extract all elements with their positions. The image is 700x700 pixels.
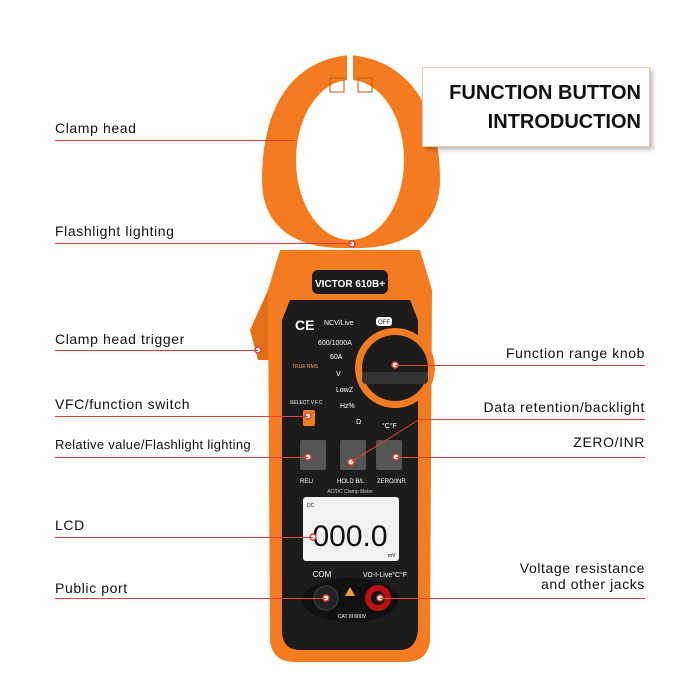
label-trigger: Clamp head trigger [55,331,185,347]
pointer-line [55,537,313,538]
pointer-line [380,598,645,599]
pointer-line [55,243,352,244]
dial-label: 60A [330,354,343,361]
label-flashlight: Flashlight lighting [55,223,175,239]
label-zero-inr: ZERO/INR [573,434,645,450]
dial-label: LowZ [336,387,354,394]
pointer-line [420,419,645,420]
dial-off-label: OFF [378,320,390,326]
lcd-screen [303,497,399,561]
ce-mark: CE [295,317,314,333]
label-data-retention: Data retention/backlight [483,399,645,415]
rel-button[interactable] [300,440,326,470]
hold-button[interactable] [340,440,366,470]
label-voltage-jacks-1: Voltage resistance [519,560,645,576]
label-clamp-head: Clamp head [55,120,137,136]
dial-label: Ω [356,419,361,426]
label-function-knob: Function range knob [505,345,645,361]
title-line-1: FUNCTION BUTTON [449,82,641,104]
lcd-dc: DC [307,503,315,509]
button-label: HOLD B/L [337,479,365,485]
pointer-line [55,598,326,599]
pointer-line [55,140,295,141]
button-label: REL/ [300,479,314,485]
cat-rating: CAT III 600V [338,614,367,620]
clamp-opening [296,80,404,240]
brand-text: VICTOR 610B+ [315,279,385,290]
label-public-port: Public port [55,580,128,596]
pointer-line [395,365,645,366]
pointer-line [55,457,308,458]
meter-subtitle: AC/DC Clamp Meter [327,489,373,495]
dial-label: 600/1000A [318,340,352,347]
dial-label: V [336,371,341,378]
label-lcd: LCD [55,517,85,533]
lcd-unit: mV [388,553,396,559]
title-box: FUNCTION BUTTON INTRODUCTION [422,67,650,147]
label-vfc-switch: VFC/function switch [55,396,191,412]
zero-button[interactable] [376,440,402,470]
com-label: COM [313,570,332,579]
true-rms-label: TRUE RMS [292,364,319,370]
label-relative-value: Relative value/Flashlight lighting [55,437,251,452]
pointer-line [55,350,258,351]
v-jack-label: VΩ-I-Live°C°F [363,571,407,579]
dial-label: NCV/Live [324,320,354,327]
pointer-line [396,457,645,458]
lcd-reading: 000.0 [312,520,387,553]
label-voltage-jacks-2: and other jacks [541,576,645,592]
pointer-line [55,416,308,417]
dial-label: Hz% [340,403,355,410]
select-label: SELECT V.F.C [290,400,323,406]
dial-label: °C°F [382,422,397,430]
button-label: ZERO/INR [377,479,406,485]
title-line-2: INTRODUCTION [487,111,641,133]
